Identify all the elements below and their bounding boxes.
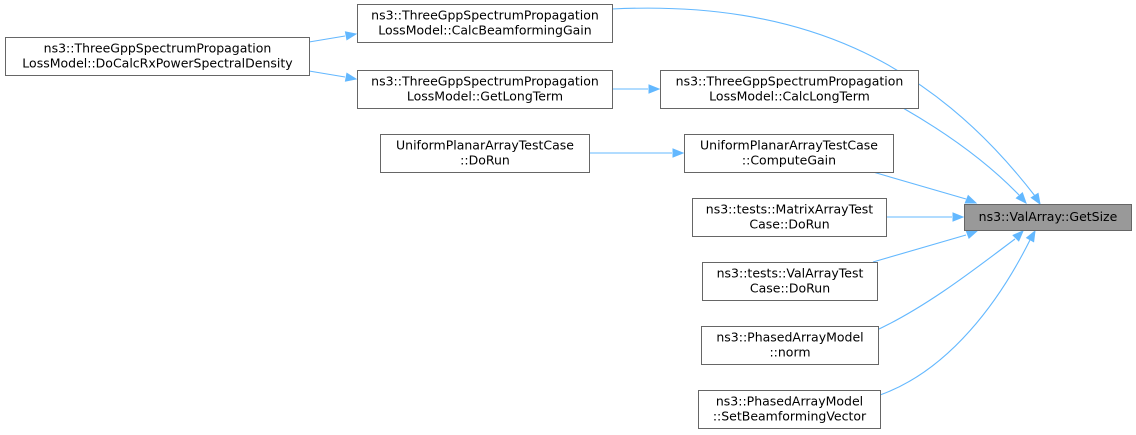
edge-line: [876, 238, 1016, 331]
arrowhead-icon: [648, 84, 661, 94]
edge-computegain-to-getsize: [872, 171, 978, 204]
node-label: ::DoRun: [460, 153, 510, 168]
edge-docalc-to-getlong: [308, 70, 358, 82]
arrowhead-icon: [1015, 191, 1027, 205]
node-box: [702, 262, 878, 301]
node-computegain[interactable]: UniformPlanarArrayTestCase::ComputeGain: [684, 134, 894, 173]
edge-setbeam-to-getsize: [879, 229, 1036, 396]
edge-line: [611, 7, 1036, 197]
edge-docalc-to-calcbeam: [308, 31, 358, 43]
arrowhead-icon: [964, 194, 978, 204]
node-label: ns3::ValArray::GetSize: [979, 209, 1118, 224]
node-label: LossModel::GetLongTerm: [407, 89, 563, 104]
edge-line: [902, 107, 1020, 196]
arrowhead-icon: [952, 212, 965, 222]
arrowhead-icon: [965, 230, 979, 240]
edge-matrixrun-to-getsize: [886, 212, 965, 222]
node-label: LossModel::CalcBeamformingGain: [378, 23, 591, 38]
node-norm[interactable]: ns3::PhasedArrayModel::norm: [701, 326, 879, 365]
edge-line: [872, 171, 967, 200]
node-layer: ns3::ValArray::GetSize ns3::ThreeGppSpect…: [5, 4, 1132, 429]
arrowhead-icon: [1012, 230, 1024, 242]
node-getlong[interactable]: ns3::ThreeGppSpectrumPropagationLossMode…: [357, 70, 613, 109]
edge-line: [879, 239, 1031, 396]
node-label: ns3::tests::MatrixArrayTest: [706, 202, 873, 217]
node-label: UniformPlanarArrayTestCase: [396, 138, 574, 153]
node-label: LossModel::CalcLongTerm: [709, 89, 870, 104]
edge-upadorun-to-computegain: [589, 148, 685, 158]
node-label: ::SetBeamformingVector: [713, 409, 867, 424]
edge-line: [872, 234, 967, 263]
node-label: UniformPlanarArrayTestCase: [700, 138, 878, 153]
node-docalc[interactable]: ns3::ThreeGppSpectrumPropagationLossMode…: [5, 37, 310, 76]
node-label: ns3::ThreeGppSpectrumPropagation: [371, 74, 599, 89]
edge-norm-to-getsize: [876, 230, 1024, 331]
arrowhead-icon: [1030, 192, 1041, 206]
edge-layer: [308, 7, 1041, 396]
node-box: [660, 70, 919, 109]
node-box: [357, 4, 613, 43]
node-label: ::ComputeGain: [742, 153, 836, 168]
arrowhead-icon: [344, 31, 358, 41]
node-box: [692, 198, 887, 237]
edge-calclong-to-getsize: [902, 107, 1027, 205]
arrowhead-icon: [1025, 229, 1036, 243]
arrowhead-icon: [344, 72, 358, 82]
node-box: [964, 204, 1132, 231]
node-label: LossModel::DoCalcRxPowerSpectralDensity: [22, 56, 293, 71]
node-box: [698, 390, 881, 429]
node-label: ns3::PhasedArrayModel: [716, 394, 863, 409]
node-setbeam[interactable]: ns3::PhasedArrayModel::SetBeamformingVec…: [698, 390, 881, 429]
node-label: ns3::ThreeGppSpectrumPropagation: [44, 41, 272, 56]
edge-valrun-to-getsize: [872, 230, 979, 263]
node-label: ns3::PhasedArrayModel: [716, 330, 863, 345]
node-calclong[interactable]: ns3::ThreeGppSpectrumPropagationLossMode…: [660, 70, 919, 109]
arrowhead-icon: [672, 148, 685, 158]
edge-getlong-to-calclong: [612, 84, 661, 94]
node-label: ::norm: [769, 345, 810, 360]
node-box: [380, 134, 590, 173]
node-label: Case::DoRun: [749, 217, 829, 232]
edge-calcbeam-to-getsize: [611, 7, 1041, 206]
node-box: [5, 37, 310, 76]
node-label: Case::DoRun: [750, 281, 830, 296]
node-label: ns3::tests::ValArrayTest: [717, 266, 864, 281]
node-getsize: ns3::ValArray::GetSize: [964, 204, 1132, 231]
node-box: [357, 70, 613, 109]
node-calcbeam[interactable]: ns3::ThreeGppSpectrumPropagationLossMode…: [357, 4, 613, 43]
node-upadorun[interactable]: UniformPlanarArrayTestCase::DoRun: [380, 134, 590, 173]
node-label: ns3::ThreeGppSpectrumPropagation: [371, 8, 599, 23]
node-box: [684, 134, 894, 173]
node-box: [701, 326, 879, 365]
node-label: ns3::ThreeGppSpectrumPropagation: [676, 74, 904, 89]
edge-line: [308, 70, 346, 78]
edge-line: [308, 35, 346, 43]
